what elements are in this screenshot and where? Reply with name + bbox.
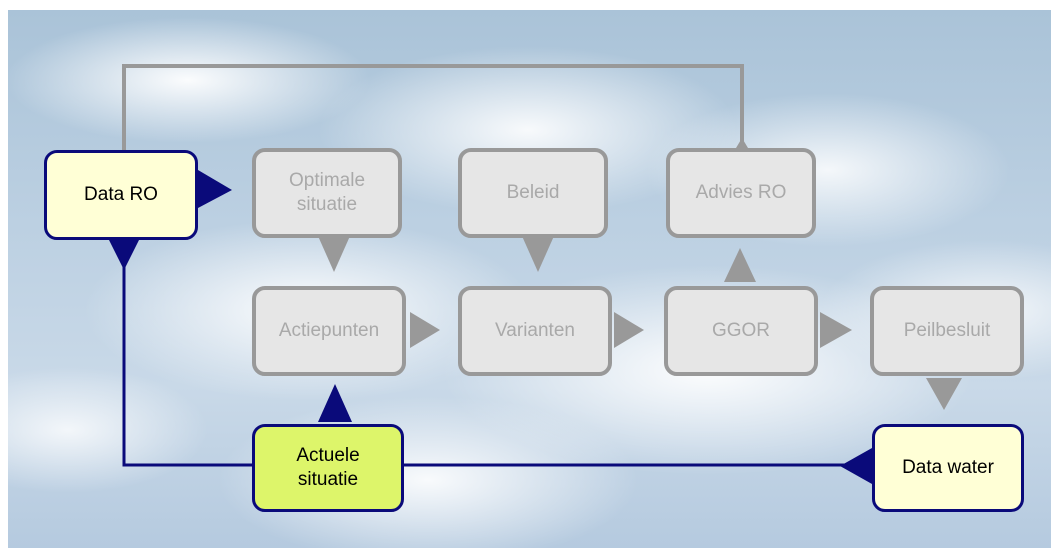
node-ggor-label: GGOR [711, 320, 771, 341]
node-data-ro-label: Data RO [84, 184, 158, 205]
node-actiepunten-label: Actiepunten [278, 320, 380, 341]
node-actiepunten: Actiepunten [252, 286, 406, 376]
node-data-ro: Data RO [44, 150, 198, 240]
node-actuele-situatie-label: Actuele situatie [296, 445, 360, 490]
arrow-data-water-left [840, 448, 872, 484]
arrow-ggor-up [724, 248, 756, 282]
blue-return-line [122, 264, 848, 467]
node-advies-ro: Advies RO [666, 148, 816, 238]
node-data-water-label: Data water [902, 457, 994, 478]
arrow-peilbesluit-down [926, 378, 962, 410]
arrow-data-ro-right [198, 170, 232, 208]
node-ggor: GGOR [664, 286, 818, 376]
node-peilbesluit-label: Peilbesluit [903, 320, 991, 341]
node-actuele-situatie: Actuele situatie [252, 424, 404, 512]
node-data-water: Data water [872, 424, 1024, 512]
node-optimale-situatie-label: Optimale situatie [288, 170, 366, 215]
node-varianten-label: Varianten [495, 320, 575, 341]
node-advies-ro-label: Advies RO [695, 182, 787, 203]
arrow-beleid-down [522, 236, 554, 272]
node-beleid-label: Beleid [506, 182, 560, 203]
arrow-actuele-up [318, 384, 352, 422]
arrow-ggor-right [820, 312, 852, 348]
node-peilbesluit: Peilbesluit [870, 286, 1024, 376]
arrow-varianten-right [614, 312, 644, 348]
arrow-data-ro-down [106, 234, 142, 270]
arrow-optimale-down [318, 236, 350, 272]
node-optimale-situatie: Optimale situatie [252, 148, 402, 238]
grey-feedback-line [122, 64, 744, 152]
node-beleid: Beleid [458, 148, 608, 238]
connectors-layer [106, 64, 962, 484]
diagram-canvas: Data RO Optimale situatie Beleid Advies … [8, 10, 1051, 548]
arrow-actiepunten-right [410, 312, 440, 348]
node-varianten: Varianten [458, 286, 612, 376]
